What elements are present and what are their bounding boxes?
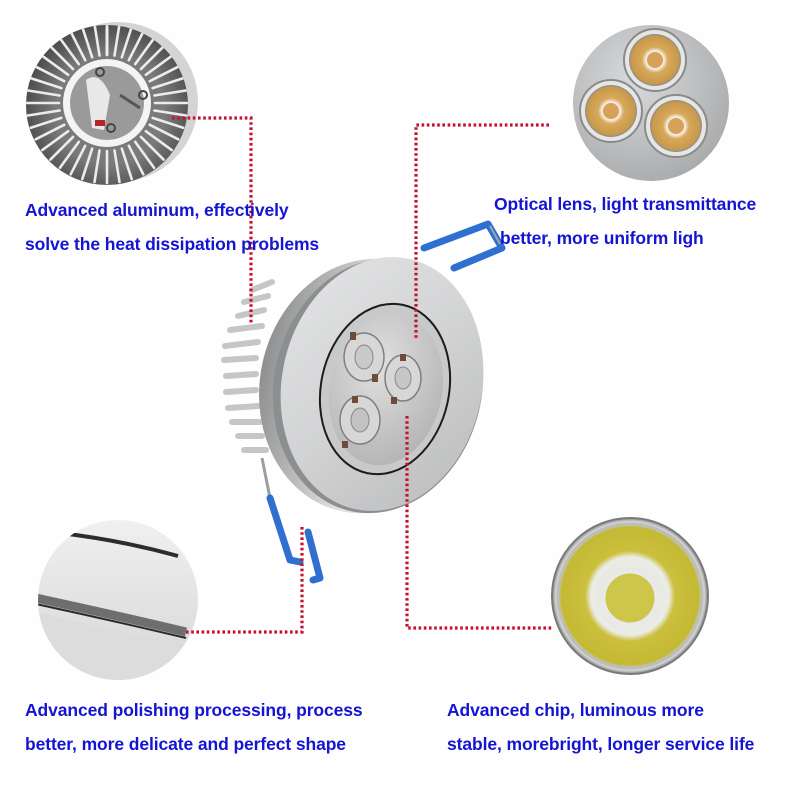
- leader-line-chip: [405, 416, 553, 630]
- spring-clip-bottom: [266, 494, 324, 584]
- leader-line-polishing: [184, 527, 304, 634]
- heat-sink-fins: [221, 279, 275, 453]
- lens-led-top: [623, 28, 687, 92]
- caption-optical-lens-line2: better, more uniform ligh: [500, 228, 704, 248]
- led-bottom: [339, 395, 381, 448]
- caption-polishing-line1: Advanced polishing processing, process: [25, 700, 363, 720]
- fin-array: [26, 25, 188, 185]
- led-top-left: [343, 332, 385, 382]
- lens-led-left: [579, 79, 643, 143]
- caption-chip: Advanced chip, luminous more stable, mor…: [447, 693, 754, 761]
- lens-led-right: [644, 94, 708, 158]
- caption-polishing: Advanced polishing processing, process b…: [25, 693, 363, 761]
- caption-heat-sink-line2: solve the heat dissipation problems: [25, 234, 320, 254]
- caption-heat-sink-line1: Advanced aluminum, effectively: [25, 200, 289, 220]
- caption-polishing-line2: better, more delicate and perfect shape: [25, 734, 346, 754]
- spring-wire: [260, 457, 272, 499]
- led-right: [384, 354, 422, 404]
- caption-chip-line1: Advanced chip, luminous more: [447, 700, 704, 720]
- caption-optical-lens-line1: Optical lens, light transmittance: [494, 194, 757, 214]
- leader-line-heat-sink: [172, 116, 253, 324]
- caption-optical-lens: Optical lens, light transmittance better…: [494, 187, 756, 255]
- caption-heat-sink: Advanced aluminum, effectively solve the…: [25, 193, 319, 261]
- caption-chip-line2: stable, morebright, longer service life: [447, 734, 755, 754]
